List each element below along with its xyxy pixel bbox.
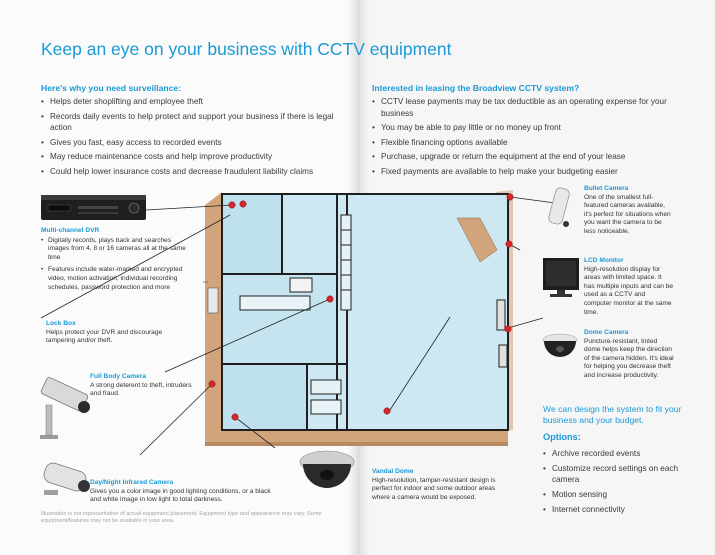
callout-title: Multi-channel DVR (41, 227, 100, 234)
dome-camera-image (542, 333, 578, 357)
surveillance-heading: Here's why you need surveillance: (41, 83, 182, 93)
list-item: Digitally records, plays back and search… (41, 237, 186, 263)
list-item: Gives you fast, easy access to recorded … (41, 137, 346, 149)
page-title: Keep an eye on your business with CCTV e… (41, 39, 452, 59)
callout-text: Gives you a color image in good lighting… (90, 487, 271, 504)
bullet-camera-callout: Bullet Camera One of the smallest full-f… (584, 185, 674, 237)
callout-text: High-resolution, tamper-resistant design… (372, 476, 496, 501)
options-list: Archive recorded events Customize record… (543, 448, 688, 519)
callout-title: Full Body Camera (90, 373, 147, 380)
callout-text: Puncture-resistant, tinted dome helps ke… (584, 337, 674, 379)
day-night-camera-image (43, 462, 90, 495)
list-item: Flexible financing options available (372, 137, 677, 149)
full-body-camera-callout: Full Body Camera A strong deterent to th… (90, 373, 195, 399)
leasing-heading: Interested in leasing the Broadview CCTV… (372, 83, 580, 93)
promo-text: We can design the system to fit your bus… (543, 404, 682, 425)
disclaimer: Illustration is not representative of ac… (41, 511, 322, 524)
callout-title: Lock Box (46, 320, 76, 327)
callout-text: High-resolution display for areas with l… (584, 265, 674, 316)
list-item: Archive recorded events (543, 448, 688, 459)
vandal-dome-image (299, 450, 355, 488)
list-item: Customize record settings on each camera (543, 463, 688, 485)
callout-text: Helps protect your DVR and discourage ta… (46, 328, 163, 345)
callout-text: A strong deterent to theft, intruders an… (90, 381, 192, 398)
lock-box-callout: Lock Box Helps protect your DVR and disc… (46, 320, 186, 346)
leasing-list: CCTV lease payments may be tax deductibl… (372, 96, 677, 180)
callout-title: Bullet Camera (584, 185, 629, 192)
leader-lines (40, 196, 564, 456)
bullet-camera-image (548, 187, 570, 227)
dvr-image (41, 195, 146, 220)
dome-camera-callout: Dome Camera Puncture-resistant, tinted d… (584, 329, 674, 381)
lcd-monitor-callout: LCD Monitor High-resolution display for … (584, 257, 674, 317)
list-item: May reduce maintenance costs and help im… (41, 151, 346, 163)
callout-title: Day/Night Infrared Camera (90, 479, 174, 486)
options-heading: Options: (543, 432, 581, 442)
floorplan (203, 190, 513, 446)
lcd-monitor-image (543, 258, 579, 297)
list-item: Internet connectivity (543, 504, 688, 515)
camera-markers (208, 193, 514, 421)
callout-title: Dome Camera (584, 329, 629, 336)
list-item: You may be able to pay little or no mone… (372, 122, 677, 134)
list-item: Records daily events to help protect and… (41, 111, 346, 134)
list-item: Motion sensing (543, 489, 688, 500)
surveillance-list: Helps deter shoplifting and employee the… (41, 96, 346, 180)
list-item: Purchase, upgrade or return the equipmen… (372, 151, 677, 163)
callout-text: One of the smallest full-featured camera… (584, 193, 671, 235)
list-item: CCTV lease payments may be tax deductibl… (372, 96, 677, 119)
callout-title: LCD Monitor (584, 257, 624, 264)
vandal-dome-callout: Vandal Dome High-resolution, tamper-resi… (372, 468, 502, 502)
full-body-camera-image (40, 377, 90, 439)
list-item: Fixed payments are available to help mak… (372, 166, 677, 178)
dvr-callout: Multi-channel DVR Digitally records, pla… (41, 227, 186, 296)
callout-title: Vandal Dome (372, 468, 414, 475)
list-item: Features include water-marked and encryp… (41, 266, 186, 292)
list-item: Helps deter shoplifting and employee the… (41, 96, 346, 108)
day-night-camera-callout: Day/Night Infrared Camera Gives you a co… (90, 479, 275, 505)
list-item: Could help lower insurance costs and dec… (41, 166, 346, 178)
